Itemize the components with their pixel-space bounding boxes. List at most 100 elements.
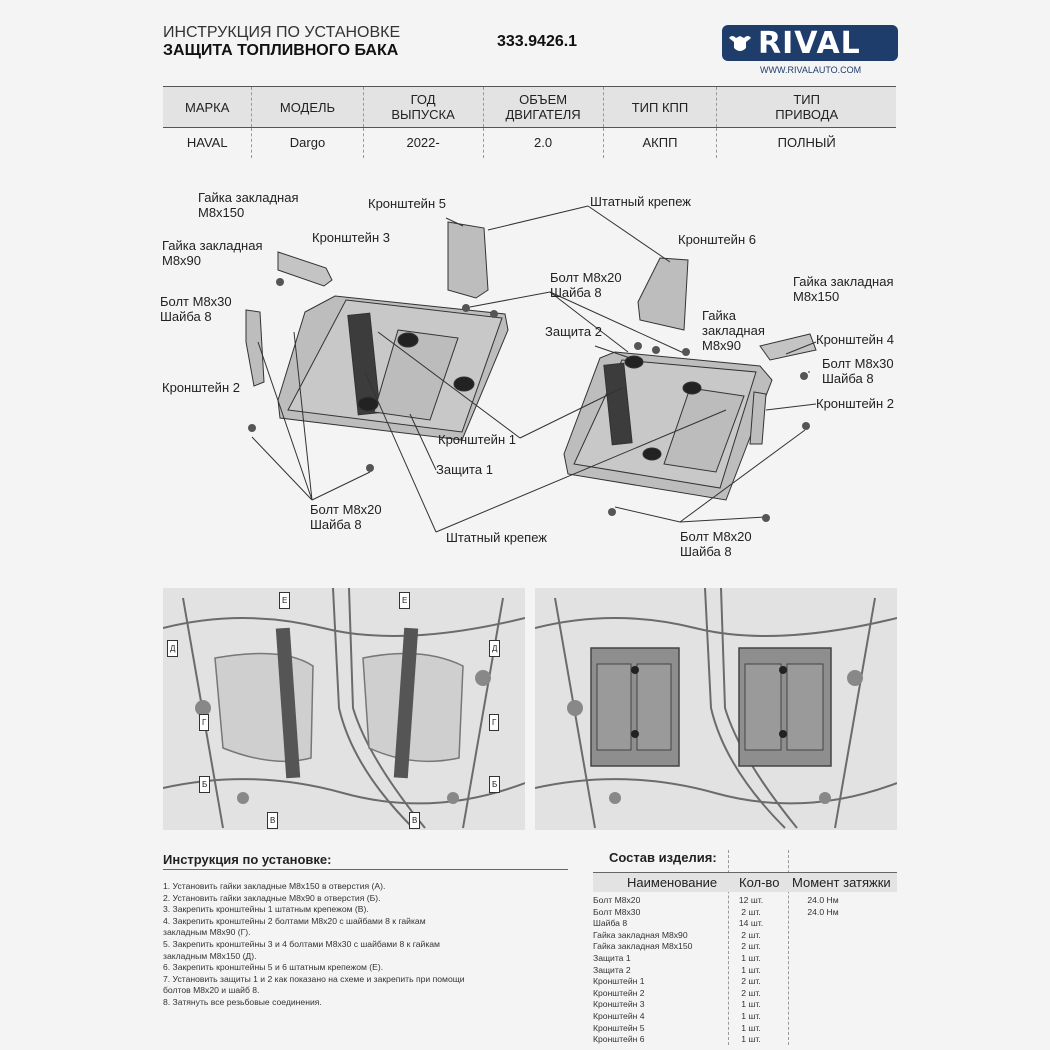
spec-header-make: МАРКА [184, 99, 230, 115]
label-bracket2-left: Кронштейн 2 [162, 380, 240, 395]
marker-e-left: Е [279, 592, 291, 609]
bracket5 [447, 221, 489, 299]
bracket6 [637, 257, 689, 331]
component-qty: 1 шт. [741, 964, 761, 975]
label-nut150-left: Гайка закладная М8х150 [198, 190, 299, 220]
label-bolt30-right: Болт М8х30 Шайба 8 [822, 356, 894, 386]
label-nut90-left: Гайка закладная М8х90 [162, 238, 263, 268]
label-bracket3: Кронштейн 3 [312, 230, 390, 245]
component-name: Кронштейн 4 [593, 1010, 645, 1021]
bracket4 [759, 333, 817, 361]
instruction-step: закладным М8х90 (Г). [163, 927, 251, 938]
spec-drive: ПОЛНЫЙ [716, 127, 896, 158]
component-name: Кронштейн 1 [593, 976, 645, 987]
marker-b-left: Б [199, 776, 211, 793]
label-nut150-right: Гайка закладная М8х150 [793, 274, 894, 304]
label-bolt30-left: Болт М8х30 Шайба 8 [160, 294, 232, 324]
components-header-qty: Кол-во [739, 875, 780, 890]
components-column-divider [728, 850, 729, 1045]
logo-url: WWW.RIVALAUTO.COM [760, 65, 862, 75]
label-std-fastener-bottom: Штатный крепеж [446, 530, 547, 545]
component-torque: 24.0 Нм [807, 895, 839, 905]
marker-v-left: В [267, 812, 279, 829]
spec-header-gearbox: ТИП КПП [602, 86, 717, 128]
instruction-step: 8. Затянуть все резьбовые соединения. [163, 996, 322, 1007]
component-qty: 1 шт. [741, 1010, 761, 1021]
spec-engine: 2.0 [482, 127, 604, 158]
label-bolt20-left-bottom: Болт М8х20 Шайба 8 [310, 502, 382, 532]
instruction-step: 7. Установить защиты 1 и 2 как показано … [163, 973, 465, 984]
instruction-step: 6. Закрепить кронштейны 5 и 6 штатным кр… [163, 962, 384, 973]
component-name: Защита 1 [593, 952, 631, 963]
instruction-step: 1. Установить гайки закладные М8х150 в о… [163, 881, 386, 891]
instruction-step: 2. Установить гайки закладные М8х90 в от… [163, 892, 381, 903]
spec-header-row: МАРКА МОДЕЛЬ ГОД ВЫПУСКА ОБЪЕМ ДВИГАТЕЛЯ… [163, 86, 896, 128]
marker-e-right: Е [399, 592, 411, 609]
component-name: Кронштейн 5 [593, 1022, 645, 1033]
photo-after-install [535, 588, 897, 830]
components-header-row: Наименование Кол-во Момент затяжки [593, 872, 897, 892]
components-title: Состав изделия: [609, 850, 717, 865]
spec-gearbox: АКПП [602, 127, 717, 158]
label-bracket6: Кронштейн 6 [678, 232, 756, 247]
marker-g-left: Г [199, 714, 210, 731]
rival-logo: RIVAL [722, 25, 898, 61]
underbody-photos: Е Д Г Б В Е Д Г Б В [163, 588, 897, 830]
marker-v-right: В [409, 812, 421, 829]
spec-model: Dargo [251, 127, 364, 158]
spec-header-model: МОДЕЛЬ [251, 86, 364, 128]
instruction-step: закладным М8х150 (Д). [163, 950, 257, 961]
photo-before-install: Е Д Г Б В Е Д Г Б В [163, 588, 525, 830]
component-name: Гайка закладная М8х150 [593, 941, 693, 952]
instruction-step: 4. Закрепить кронштейны 2 болтами М8х20 … [163, 915, 426, 926]
component-name: Болт М8х20 [593, 895, 641, 905]
doc-title-line1: ИНСТРУКЦИЯ ПО УСТАНОВКЕ [163, 24, 401, 41]
label-bracket5: Кронштейн 5 [368, 196, 446, 211]
instructions-divider [163, 869, 568, 870]
label-guard1: Защита 1 [436, 462, 493, 477]
component-qty: 2 шт. [741, 906, 761, 917]
vehicle-spec-table: МАРКА МОДЕЛЬ ГОД ВЫПУСКА ОБЪЕМ ДВИГАТЕЛЯ… [163, 86, 896, 158]
component-qty: 1 шт. [741, 952, 761, 963]
label-bracket4: Кронштейн 4 [816, 332, 894, 347]
label-nut90-right: Гайка закладная М8х90 [702, 308, 765, 353]
assembly-drawing [245, 205, 817, 533]
marker-d-right: Д [489, 640, 501, 657]
marker-g-right: Г [489, 714, 500, 731]
spec-header-year: ГОД ВЫПУСКА [362, 86, 484, 128]
component-name: Кронштейн 3 [593, 999, 645, 1010]
bracket1-left [347, 312, 381, 416]
instruction-step: 5. Закрепить кронштейны 3 и 4 болтами М8… [163, 938, 440, 949]
instructions-title: Инструкция по установке: [163, 852, 332, 867]
instruction-step: болтов М8х20 и шайб 8. [163, 985, 260, 996]
component-name: Кронштейн 6 [593, 1034, 645, 1045]
component-qty: 2 шт. [741, 987, 761, 998]
components-row: Защита 1 1 шт. [593, 953, 897, 965]
bracket3 [277, 251, 333, 287]
components-header-name: Наименование [627, 875, 718, 890]
doc-title-line2: ЗАЩИТА ТОПЛИВНОГО БАКА [163, 42, 399, 59]
label-bolt20-center: Болт М8х20 Шайба 8 [550, 270, 622, 300]
component-qty: 14 шт. [738, 918, 764, 929]
product-code: 333.9426.1 [497, 33, 578, 50]
component-name: Болт М8х30 [593, 906, 641, 917]
label-guard2: Защита 2 [545, 324, 602, 339]
components-column-divider [788, 850, 789, 1045]
spec-make: HAVAL [186, 135, 228, 151]
instruction-step: 3. Закрепить кронштейны 1 штатным крепеж… [163, 904, 369, 915]
logo-text: RIVAL [758, 25, 861, 61]
component-name: Гайка закладная М8х90 [593, 929, 688, 940]
label-std-fastener-top: Штатный крепеж [590, 194, 691, 209]
